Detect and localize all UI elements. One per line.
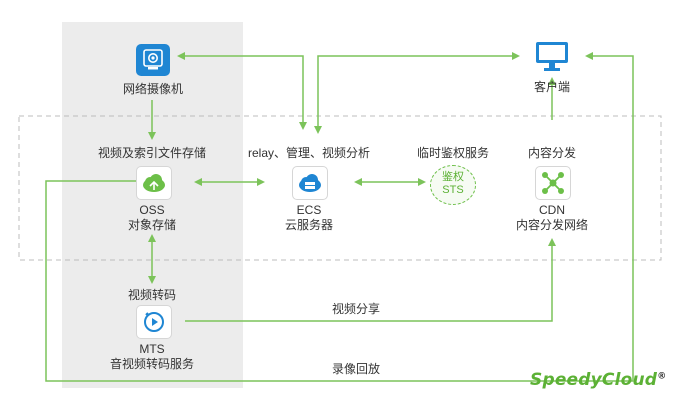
playback-label: 录像回放 [331,362,381,376]
ecs-name: ECS [296,203,322,217]
video-share-label: 视频分享 [331,302,381,316]
cloud-boundary [18,115,662,261]
sts-badge-line2: STS [442,184,464,196]
transcode-icon [136,305,172,339]
cdn-desc: 内容分发网络 [515,218,589,232]
oss-desc: 对象存储 [127,218,177,232]
logo-text: SpeedyCloud [530,370,658,390]
arrow-playback-loop [45,52,634,382]
logo-reg-mark: ® [657,371,667,382]
camera-label: 网络摄像机 [122,82,184,96]
arrow-ecs-client [314,52,520,134]
sts-badge: 鉴权 STS [430,165,476,205]
network-icon [535,166,571,200]
mts-header: 视频转码 [127,288,177,302]
cdn-name: CDN [539,203,565,217]
oss-name: OSS [139,203,165,217]
arrow-mts-cdn [185,238,556,322]
client-label: 客户端 [533,80,571,94]
oss-header: 视频及索引文件存储 [97,146,207,160]
speedycloud-logo: SpeedyCloud® [530,370,666,390]
arrow-camera-ecs [177,52,307,130]
mts-name: MTS [139,342,165,356]
cdn-header: 内容分发 [527,146,577,160]
monitor-icon [534,40,570,74]
sts-badge-line1: 鉴权 [442,171,464,183]
sts-header: 临时鉴权服务 [416,146,490,160]
cloud-storage-icon [136,166,172,200]
mts-desc: 音视频转码服务 [109,357,195,371]
ecs-desc: 云服务器 [284,218,334,232]
ecs-header: relay、管理、视频分析 [247,146,371,160]
cloud-server-icon [292,166,328,200]
camera-icon [136,44,170,76]
